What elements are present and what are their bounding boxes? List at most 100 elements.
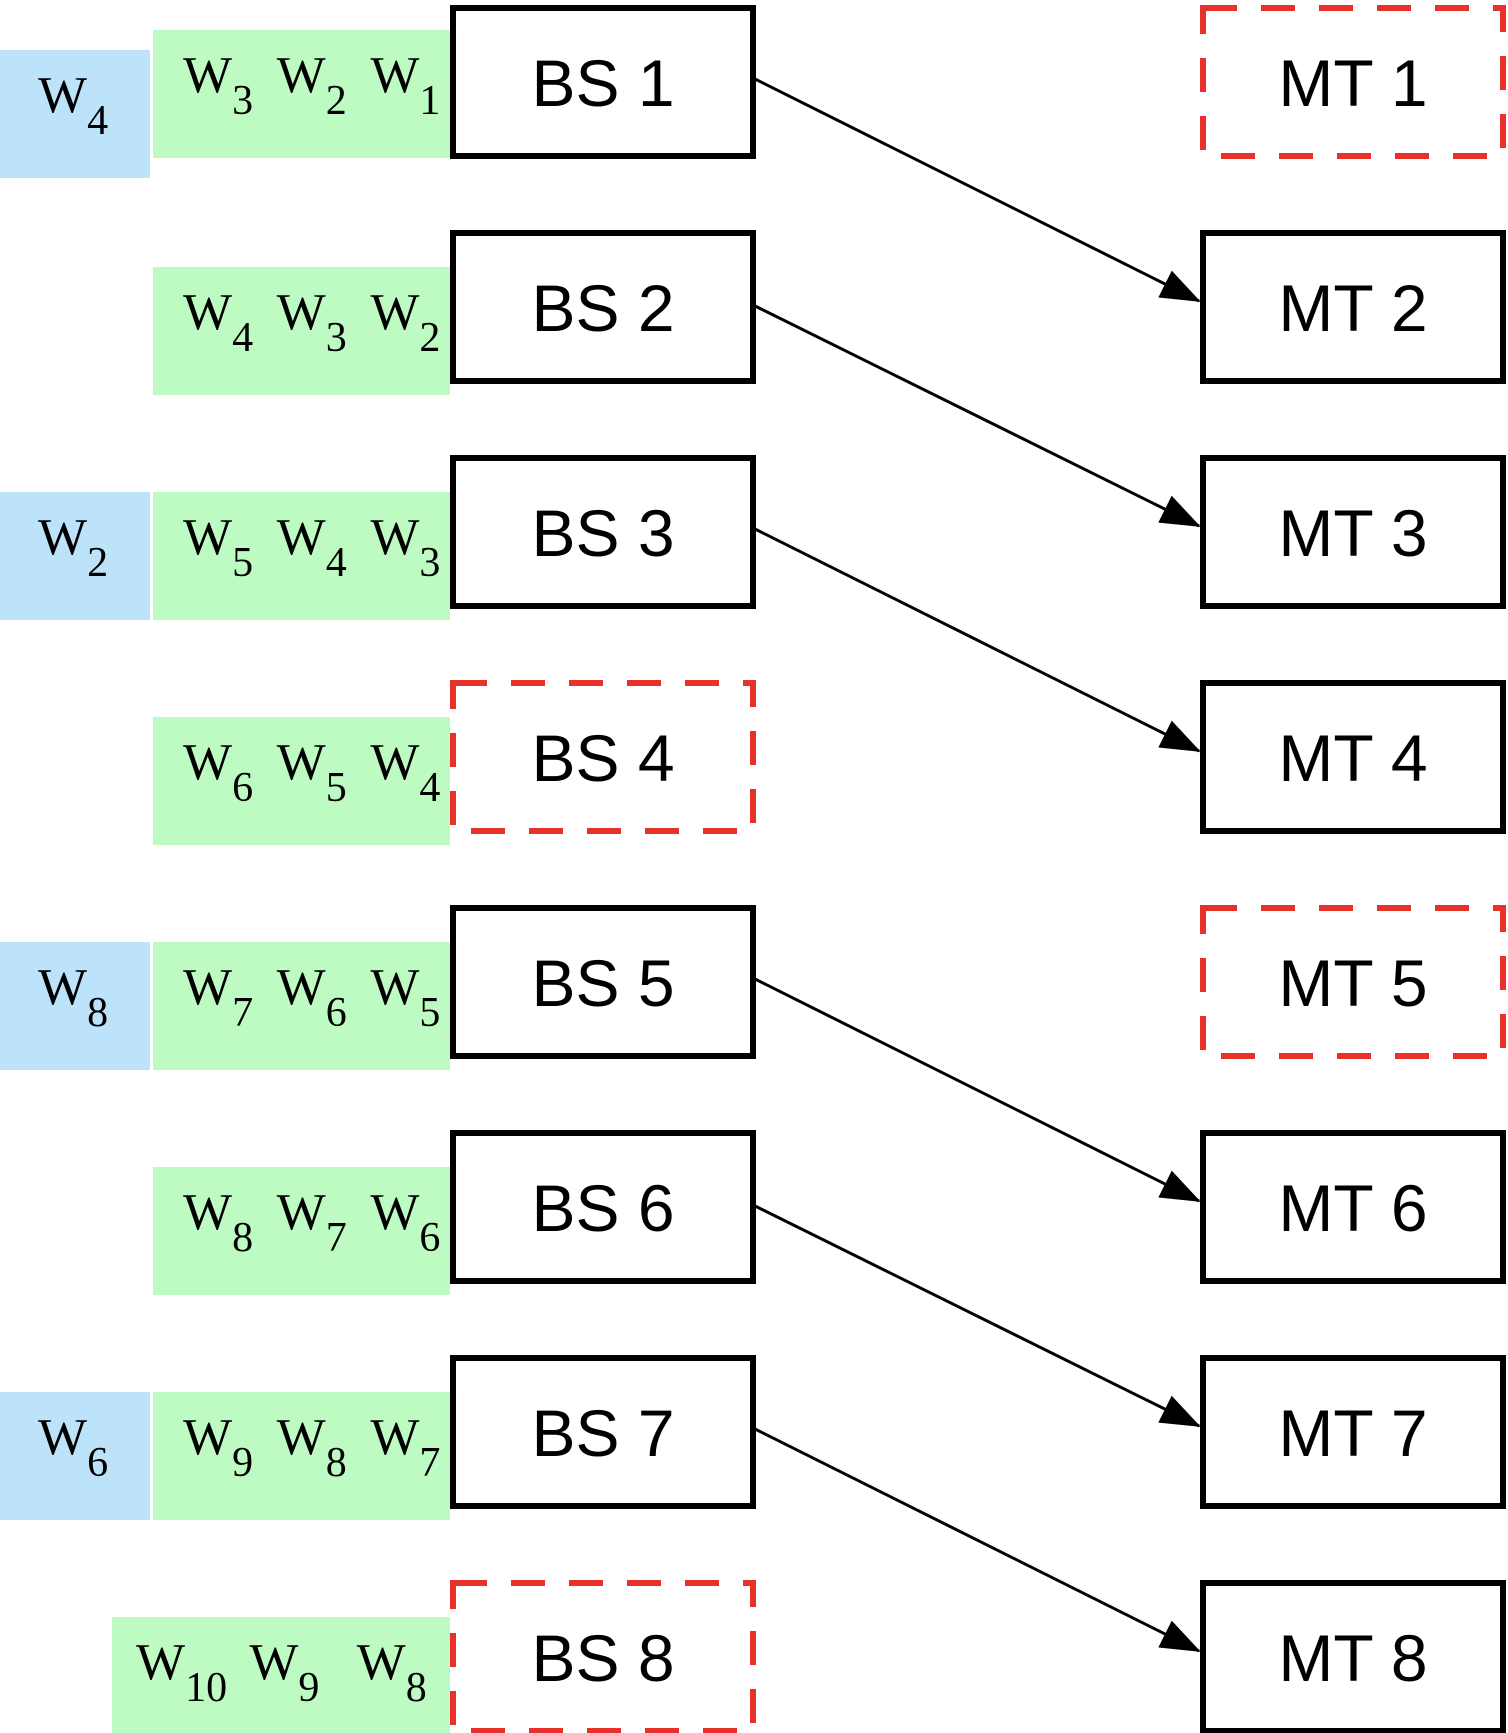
queue-word: W8	[357, 1634, 427, 1711]
bs-box	[450, 230, 756, 384]
bs-node-7: BS 7	[450, 1355, 756, 1509]
queue-word: W6	[183, 734, 253, 811]
queue-word: W9	[249, 1634, 319, 1711]
mt-box	[1200, 680, 1506, 834]
mt-box	[1200, 1130, 1506, 1284]
tag-band	[0, 1392, 150, 1520]
queue-word: W5	[277, 734, 347, 811]
queue-word: W3	[277, 284, 347, 361]
mt-node-4: MT 4	[1200, 680, 1506, 834]
bs-box	[450, 1355, 756, 1509]
tag-band	[0, 492, 150, 620]
queue-band	[112, 1617, 450, 1733]
tag-band	[0, 942, 150, 1070]
mt-label: MT 8	[1278, 1621, 1427, 1695]
queue-word: W5	[370, 959, 440, 1036]
link-edges	[748, 76, 1201, 1653]
link-arrow-6	[752, 1426, 1201, 1653]
mt-box	[1200, 1355, 1506, 1509]
bs-node-6: BS 6	[450, 1130, 756, 1284]
tag-7: W6	[0, 1392, 150, 1520]
queue-word: W3	[370, 509, 440, 586]
queue-word: W7	[277, 1184, 347, 1261]
mobile-terminal-column: MT 1 MT 2 MT 3 MT 4 MT 5 MT 6 MT 7 MT 8	[1200, 5, 1506, 1733]
mt-node-7: MT 7	[1200, 1355, 1506, 1509]
queue-word: W6	[370, 1184, 440, 1261]
queue-3: W5 W4 W3	[153, 492, 450, 620]
bs-node-5: BS 5	[450, 905, 756, 1059]
mt-node-2: MT 2	[1200, 230, 1506, 384]
queue-word: W8	[183, 1184, 253, 1261]
queue-word: W7	[370, 1409, 440, 1486]
bs-box	[450, 680, 756, 834]
queue-band	[153, 1392, 450, 1520]
bs-label: BS 7	[531, 1396, 674, 1470]
bs-label: BS 5	[531, 946, 674, 1020]
mt-label: MT 5	[1278, 946, 1427, 1020]
mt-label: MT 1	[1278, 46, 1427, 120]
mt-box	[1200, 905, 1506, 1059]
queue-band	[153, 30, 450, 158]
base-station-column: BS 1 BS 2 BS 3 BS 4 BS 5 BS 6 BS 7 BS 8	[450, 5, 756, 1733]
queue-word: W5	[183, 509, 253, 586]
bs-label: BS 8	[531, 1621, 674, 1695]
mt-node-3: MT 3	[1200, 455, 1506, 609]
queue-word: W10	[136, 1634, 227, 1711]
mt-node-5: MT 5	[1200, 905, 1506, 1059]
bs-box	[450, 1580, 756, 1733]
queue-band	[153, 717, 450, 845]
mt-label: MT 3	[1278, 496, 1427, 570]
bs-node-4: BS 4	[450, 680, 756, 834]
queue-word: W4	[370, 734, 440, 811]
tag-band	[0, 50, 150, 178]
tag-5: W8	[0, 942, 150, 1070]
queue-word: W4	[277, 509, 347, 586]
mt-node-6: MT 6	[1200, 1130, 1506, 1284]
tag-3: W2	[0, 492, 150, 620]
queue-2: W4 W3 W2	[153, 267, 450, 395]
queue-band	[153, 267, 450, 395]
tag-word: W2	[38, 509, 108, 586]
queue-6: W8 W7 W6	[153, 1167, 450, 1295]
bs-box	[450, 5, 756, 159]
bs-node-1: BS 1	[450, 5, 756, 159]
link-arrow-5	[748, 1201, 1201, 1428]
bs-label: BS 2	[531, 271, 674, 345]
link-arrow-4	[752, 976, 1201, 1203]
mt-box	[1200, 5, 1506, 159]
bs-node-3: BS 3	[450, 455, 756, 609]
link-arrow-1	[752, 76, 1201, 303]
link-arrow-3	[752, 526, 1201, 753]
mt-box	[1200, 230, 1506, 384]
queue-band	[153, 492, 450, 620]
bs-box	[450, 905, 756, 1059]
tag-word: W8	[38, 959, 108, 1036]
bs-label: BS 4	[531, 721, 674, 795]
queue-word: W1	[370, 47, 440, 124]
bs-label: BS 6	[531, 1171, 674, 1245]
bs-node-8: BS 8	[450, 1580, 756, 1733]
mt-box	[1200, 455, 1506, 609]
queue-word: W2	[370, 284, 440, 361]
queue-word: W7	[183, 959, 253, 1036]
queue-word: W4	[183, 284, 253, 361]
queue-8: W10 W9 W8	[112, 1617, 450, 1733]
bs-label: BS 3	[531, 496, 674, 570]
bs-box	[450, 1130, 756, 1284]
bs-node-2: BS 2	[450, 230, 756, 384]
queue-word: W3	[183, 47, 253, 124]
bs-label: BS 1	[531, 46, 674, 120]
queue-band	[153, 942, 450, 1070]
link-arrow-2	[748, 301, 1201, 528]
mt-node-1: MT 1	[1200, 5, 1506, 159]
mt-label: MT 4	[1278, 721, 1427, 795]
tag-word: W4	[38, 67, 108, 144]
queue-4: W6 W5 W4	[153, 717, 450, 845]
mt-label: MT 7	[1278, 1396, 1427, 1470]
bs-box	[450, 455, 756, 609]
queue-band	[153, 1167, 450, 1295]
